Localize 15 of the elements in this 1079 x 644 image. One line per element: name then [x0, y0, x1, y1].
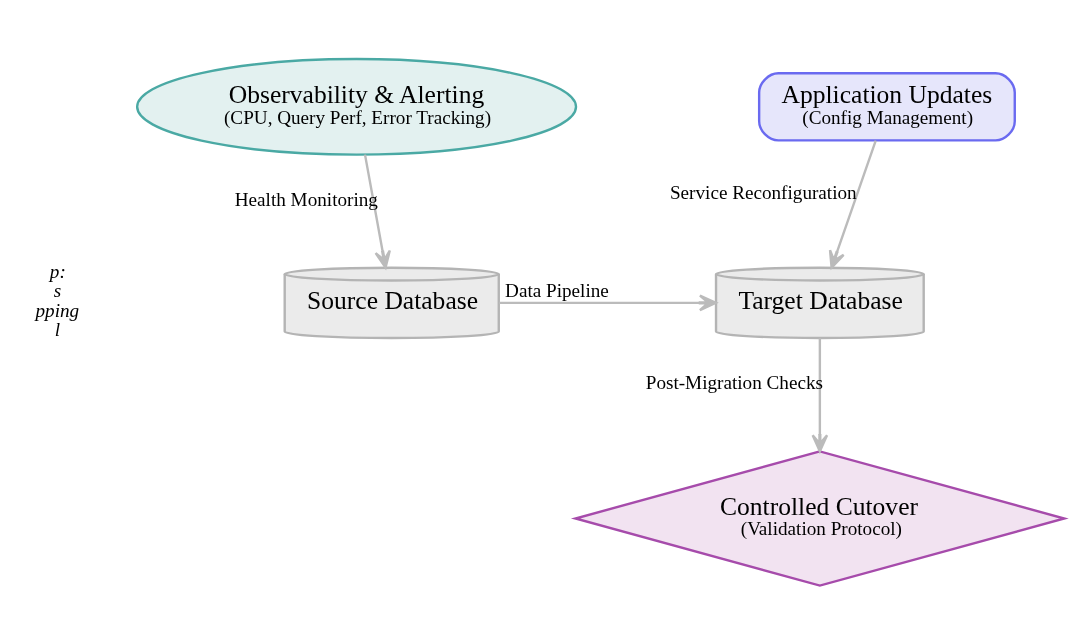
arrow — [499, 293, 718, 311]
edge-label: Data Pipeline — [505, 279, 609, 301]
edge-label: Service Reconfiguration — [669, 181, 857, 203]
arrow — [363, 153, 391, 269]
arrow — [828, 139, 877, 269]
label: s — [53, 279, 62, 301]
edge-label: Post-Migration Checks — [645, 371, 823, 393]
node-diamond: Controlled Cutover (Validation Protocol) — [570, 449, 1069, 587]
node-box: Application Updates (Config Management) — [757, 71, 1016, 142]
edge-label: Health Monitoring — [234, 188, 378, 210]
node-ellipse: Observability & Alerting (CPU, Query Perf, Error Tracking) — [135, 57, 578, 156]
label: l — [54, 318, 60, 340]
label: p: — [49, 260, 66, 282]
arrow — [811, 337, 829, 452]
label: pping — [35, 299, 80, 321]
